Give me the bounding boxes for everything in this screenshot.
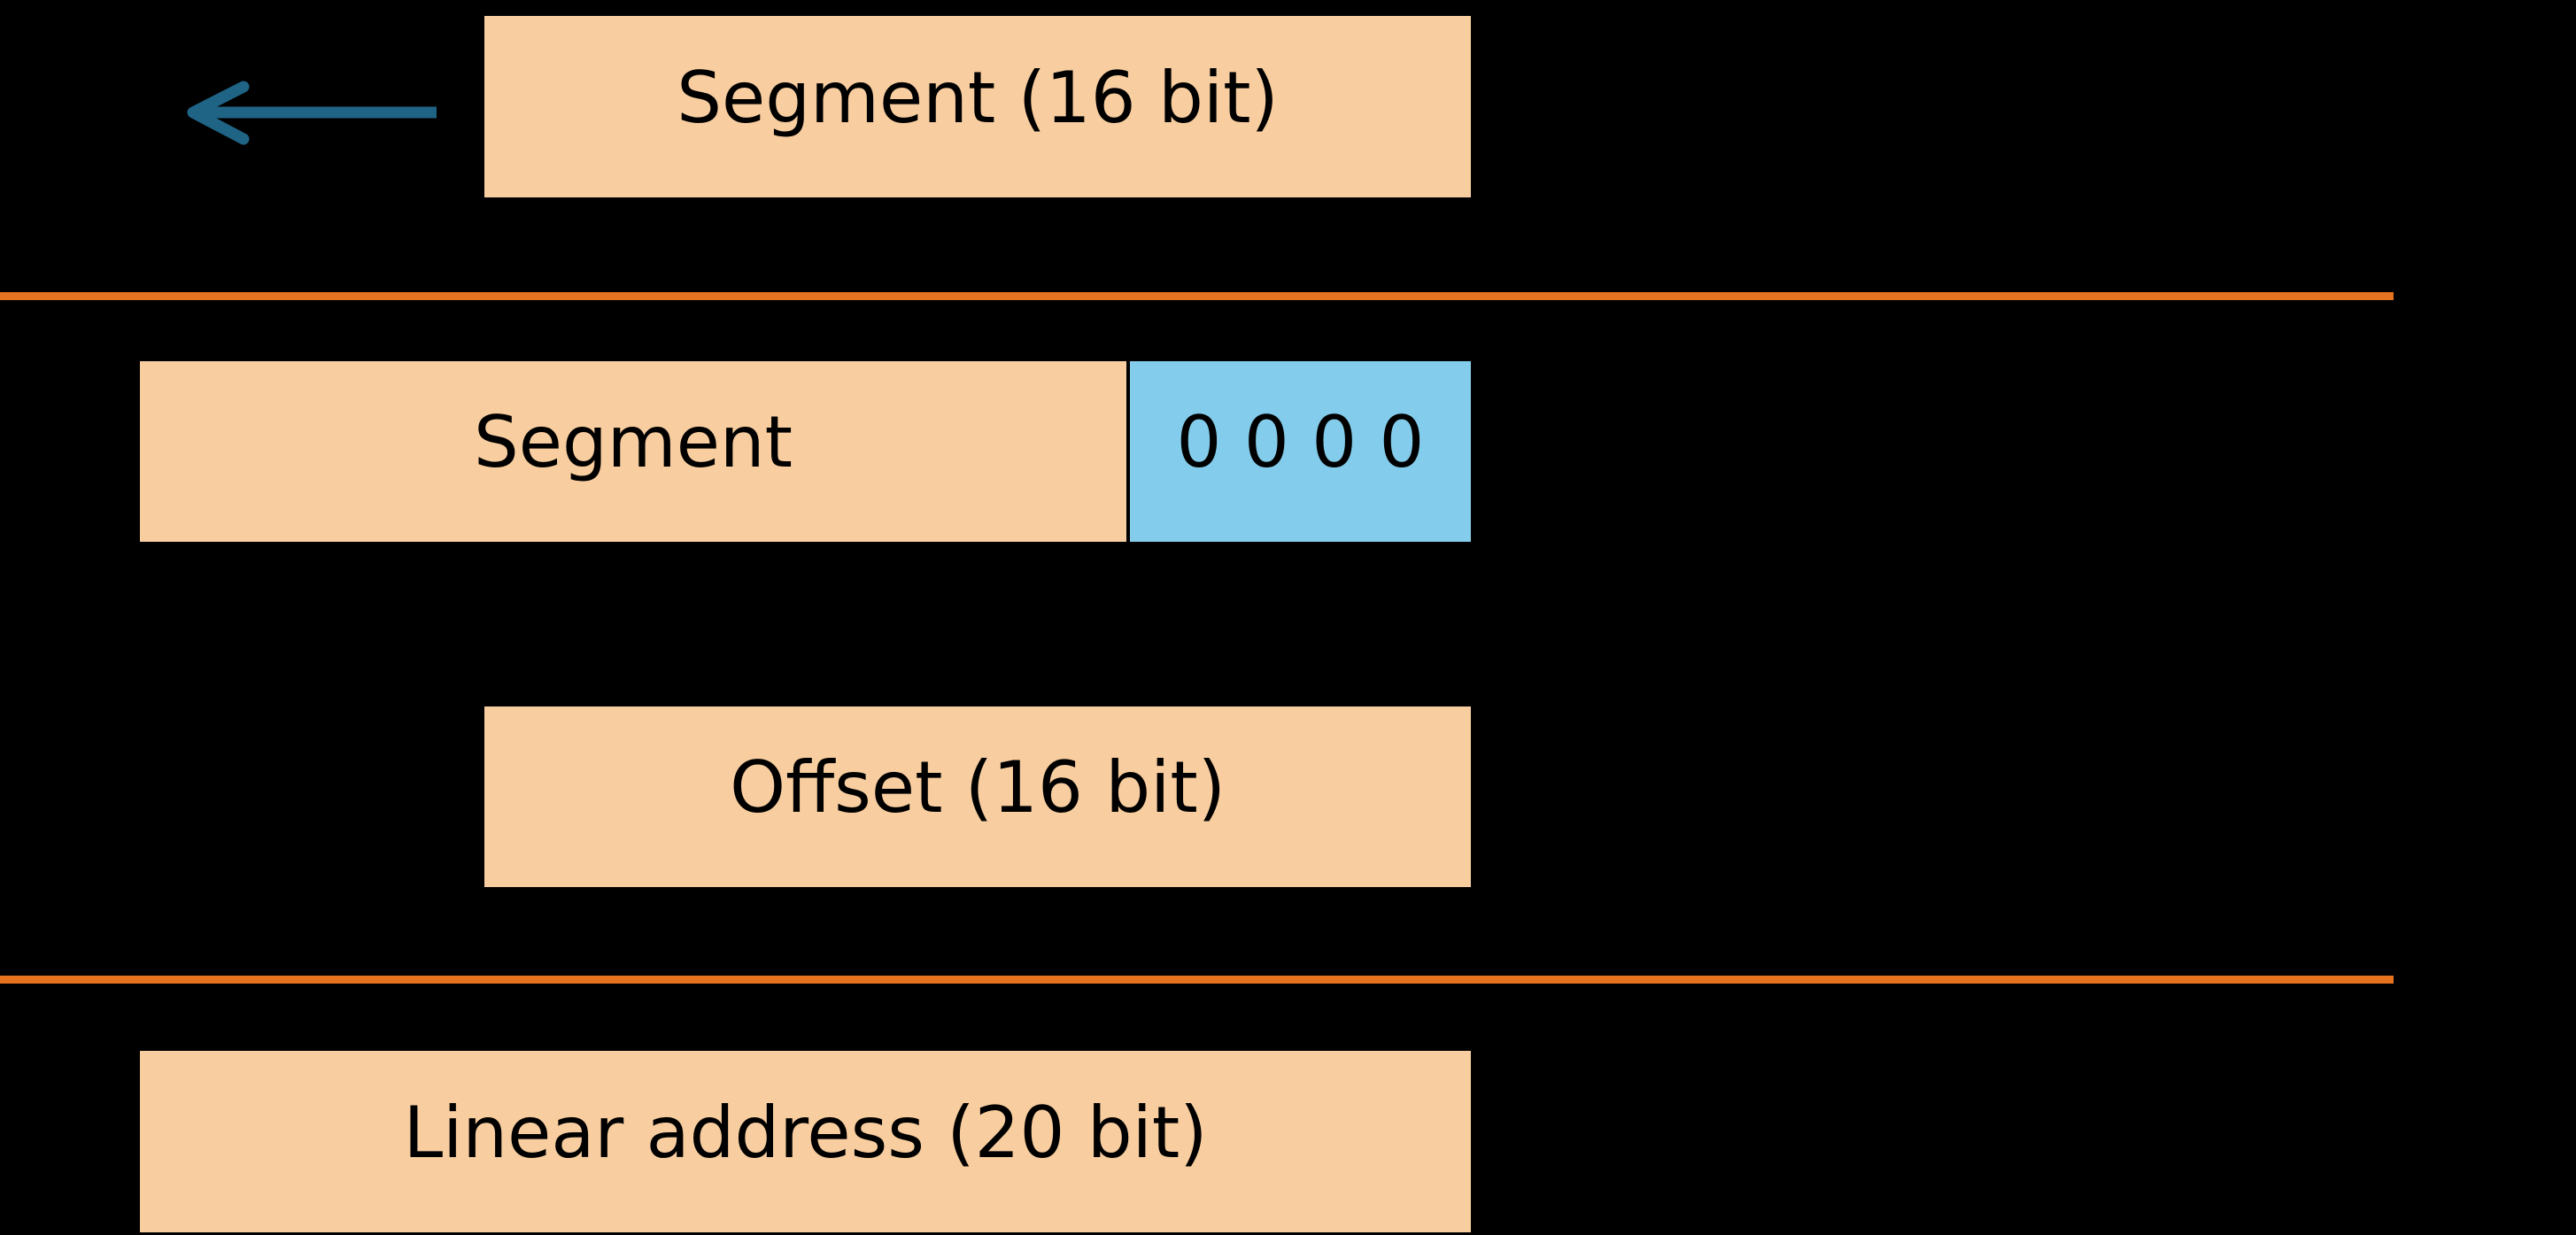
segment-register-label: Segment (16 bit): [677, 56, 1279, 139]
shifted-segment-box: Segment: [140, 361, 1126, 542]
bottom-divider-line: [0, 976, 2394, 984]
offset-box: Offset (16 bit): [484, 706, 1471, 887]
shift-left-arrow-icon: [187, 81, 437, 145]
shifted-segment-label: Segment: [474, 401, 793, 483]
top-divider-line: [0, 292, 2394, 300]
segment-register-box: Segment (16 bit): [484, 16, 1471, 197]
appended-zero-bits-label: 0 0 0 0: [1176, 401, 1425, 483]
offset-label: Offset (16 bit): [730, 746, 1226, 829]
appended-zero-bits-box: 0 0 0 0: [1130, 361, 1471, 542]
linear-address-box: Linear address (20 bit): [140, 1051, 1471, 1232]
linear-address-label: Linear address (20 bit): [403, 1091, 1208, 1174]
